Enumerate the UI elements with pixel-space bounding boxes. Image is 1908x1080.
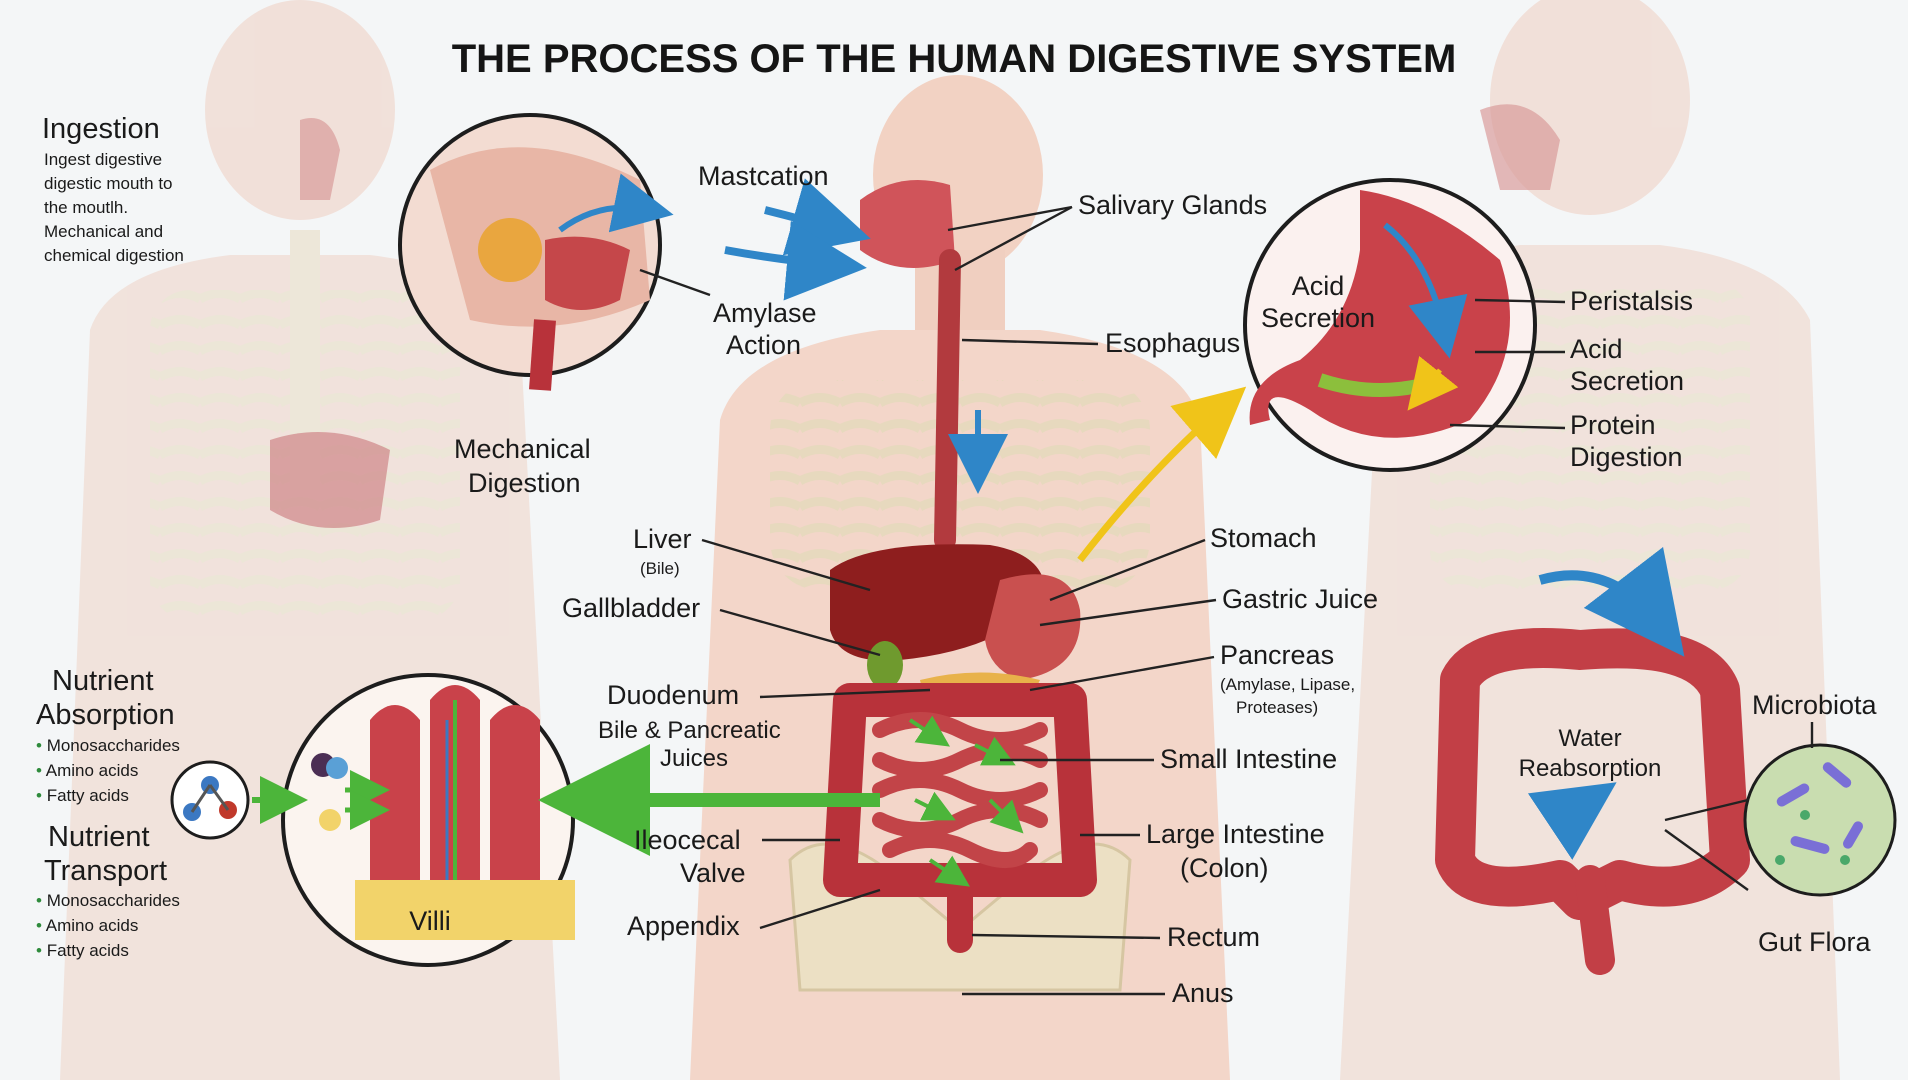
- acid-secretion-label: Secretion: [1570, 366, 1684, 396]
- protein-digestion-label: Protein: [1570, 410, 1656, 440]
- protein-digestion-label: Digestion: [1570, 442, 1683, 472]
- acid-secretion-inner-label: Acid: [1292, 271, 1345, 301]
- mastication-label: Mastcation: [698, 161, 829, 191]
- water-reabsorption-label: Reabsorption: [1519, 755, 1662, 782]
- anus-label: Anus: [1172, 978, 1234, 1008]
- pancreas-sublabel: Proteases): [1236, 698, 1318, 717]
- rectum-label: Rectum: [1167, 922, 1260, 952]
- absorption-item: • Amino acids: [36, 761, 138, 780]
- appendix-label: Appendix: [627, 911, 740, 941]
- microbiota-inset: [1743, 743, 1897, 897]
- mechanical-digestion-label: Digestion: [468, 468, 581, 498]
- large-intestine-label: Large Intestine: [1146, 819, 1325, 849]
- liver-sublabel: (Bile): [640, 559, 680, 578]
- absorption-item: • Fatty acids: [36, 786, 129, 805]
- water-reabsorption-label: Water: [1558, 725, 1621, 752]
- nutrient-absorption-heading: Absorption: [36, 699, 175, 731]
- bile-juices-label: Bile & Pancreatic: [598, 717, 781, 744]
- villi-inset: [281, 673, 575, 967]
- ingestion-heading: Ingestion: [42, 113, 160, 145]
- center-body: [690, 75, 1230, 1080]
- pancreas-sublabel: (Amylase, Lipase,: [1220, 675, 1355, 694]
- gut-flora-label: Gut Flora: [1758, 927, 1872, 957]
- amylase-label: Action: [726, 330, 801, 360]
- villi-label: Villi: [409, 906, 451, 936]
- transport-item: • Amino acids: [36, 916, 138, 935]
- diagram-title: THE PROCESS OF THE HUMAN DIGESTIVE SYSTE…: [452, 37, 1457, 81]
- liver-label: Liver: [633, 524, 692, 554]
- microbiota-label: Microbiota: [1752, 690, 1878, 720]
- ileocecal-label: Valve: [680, 858, 746, 888]
- acid-secretion-inner-label: Secretion: [1261, 303, 1375, 333]
- amylase-label: Amylase: [713, 298, 817, 328]
- nutrient-transport-heading: Transport: [44, 855, 167, 887]
- pancreas-label: Pancreas: [1220, 640, 1334, 670]
- small-intestine-label: Small Intestine: [1160, 744, 1337, 774]
- nutrient-absorption-heading: Nutrient: [52, 665, 154, 697]
- ingestion-line: chemical digestion: [44, 246, 184, 265]
- stomach-label: Stomach: [1210, 523, 1317, 553]
- stomach-inset: [1243, 178, 1537, 472]
- molecule-icon: [170, 760, 250, 840]
- nutrient-transport-heading: Nutrient: [48, 821, 150, 853]
- duodenum-label: Duodenum: [607, 680, 739, 710]
- ingestion-line: Mechanical and: [44, 222, 163, 241]
- ingestion-line: the moutlh.: [44, 198, 128, 217]
- right-colon: [1435, 546, 1750, 975]
- bile-juices-label: Juices: [660, 745, 728, 772]
- mechanical-digestion-label: Mechanical: [454, 434, 591, 464]
- large-intestine-label: (Colon): [1180, 853, 1269, 883]
- salivary-glands-label: Salivary Glands: [1078, 190, 1267, 220]
- ingestion-line: digestic mouth to: [44, 174, 173, 193]
- ileocecal-label: Ileocecal: [634, 825, 741, 855]
- peristalsis-label: Peristalsis: [1570, 286, 1693, 316]
- gallbladder-label: Gallbladder: [562, 593, 700, 623]
- gastric-juice-label: Gastric Juice: [1222, 584, 1378, 614]
- ingestion-line: Ingest digestive: [44, 150, 162, 169]
- mouth-inset: [398, 113, 674, 391]
- transport-item: • Fatty acids: [36, 941, 129, 960]
- absorption-item: • Monosaccharides: [36, 736, 180, 755]
- acid-secretion-label: Acid: [1570, 334, 1623, 364]
- transport-item: • Monosaccharides: [36, 891, 180, 910]
- esophagus-label: Esophagus: [1105, 328, 1240, 358]
